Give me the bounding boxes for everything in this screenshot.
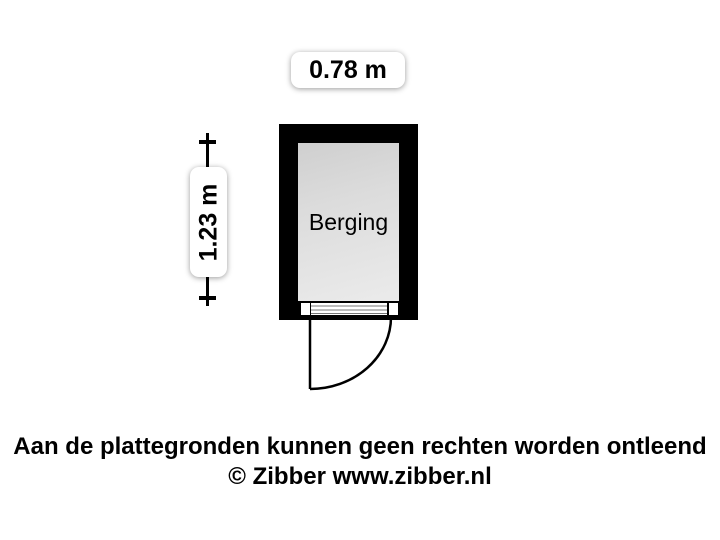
disclaimer-text: Aan de plattegronden kunnen geen rechten…	[13, 433, 707, 460]
height-dimension-label: 1.23 m	[190, 167, 227, 277]
width-dimension-value: 0.78 m	[309, 55, 387, 84]
height-dimension-top-cap	[199, 140, 216, 144]
door-threshold	[311, 301, 388, 317]
room-name-label: Berging	[308, 208, 389, 235]
room-floor: Berging	[298, 143, 399, 301]
door-swing-arc	[309, 316, 393, 391]
width-dimension-label: 0.78 m	[291, 52, 405, 88]
height-dimension-bottom-cap	[199, 296, 216, 300]
door-post-right	[387, 301, 400, 317]
copyright-text: © Zibber www.zibber.nl	[228, 463, 492, 490]
